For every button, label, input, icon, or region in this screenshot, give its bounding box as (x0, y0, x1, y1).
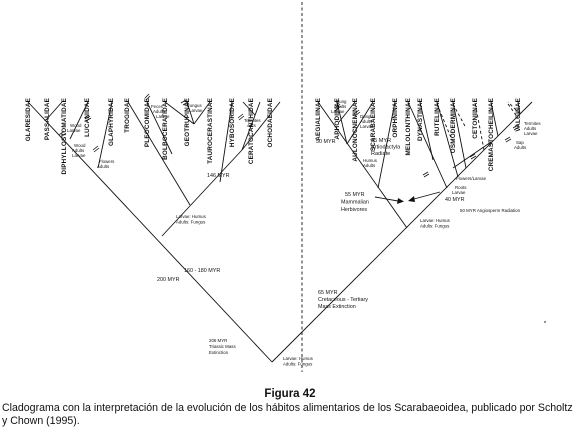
taxon-label: SCARABAEINAE (370, 98, 377, 151)
ann-angiosperm: 50 MYR Angiosperm Radiation (460, 208, 521, 213)
taxon-label: BOLBOCERATIDAE (162, 98, 169, 160)
taxon-label: CETONIINAE (472, 98, 479, 139)
taxon-label: HYBOSORIDAE (229, 98, 236, 147)
cladogram: GLARESIDAEPASSALIDAEDIPHYLLOSTOMATIDAELU… (25, 2, 546, 372)
taxon-label: GEOTRUPINAE (184, 98, 191, 146)
arrows (374, 191, 441, 204)
ann-flowers-larvae: Flowers/Larvae (456, 176, 487, 181)
left-clade-branches (27, 101, 281, 363)
ann-146-myr: 146 MYR (207, 173, 230, 179)
ann-40-myr: 40 MYR (445, 197, 465, 203)
taxon-label: AEGIALIINAE (315, 98, 322, 141)
taxon-label: TROGIDAE (124, 98, 131, 133)
taxon-label: TAUROCERASTINAE (207, 98, 214, 164)
hatch-marks (58, 93, 520, 178)
ann-160-180-myr: 160 - 180 MYR (184, 268, 220, 274)
taxon-label: DIPHYLLOSTOMATIDAE (61, 98, 68, 174)
figure-number: Figura 42 (264, 388, 316, 400)
taxon-label: MELOLONTHINAE (405, 98, 412, 156)
taxon-label: CERATOCANTHIDAE (248, 98, 255, 164)
taxon-label: GLAPHYRIDAE (108, 98, 115, 146)
taxon-label: OSMODERMINAE (450, 98, 457, 153)
figure-caption: Cladograma con la interpretación de la e… (2, 402, 573, 427)
ann-200-myr: 200 MYR (157, 277, 180, 283)
taxon-label: OCHODAEIDAE (267, 98, 274, 147)
taxon-label: RUTELINAE (434, 98, 441, 136)
right-clade-branches (271, 101, 533, 363)
taxon-label: CREMASTOCHEILINAE (488, 98, 495, 171)
taxon-label: ORPHNINAE (392, 98, 399, 138)
taxon-label: PASSALIDAE (44, 98, 51, 140)
taxon-label: DYNASTINAE (417, 98, 424, 141)
taxon-label: VALGINAE (515, 98, 522, 132)
taxon-label: APHODIINAE (334, 98, 341, 140)
ann-50-myr: 50 MYR (316, 139, 336, 145)
taxon-label: GLARESIDAE (25, 98, 32, 141)
dashed-branch-extensions (436, 103, 519, 141)
taxon-label: PLEOCOMIDAE (144, 98, 151, 147)
